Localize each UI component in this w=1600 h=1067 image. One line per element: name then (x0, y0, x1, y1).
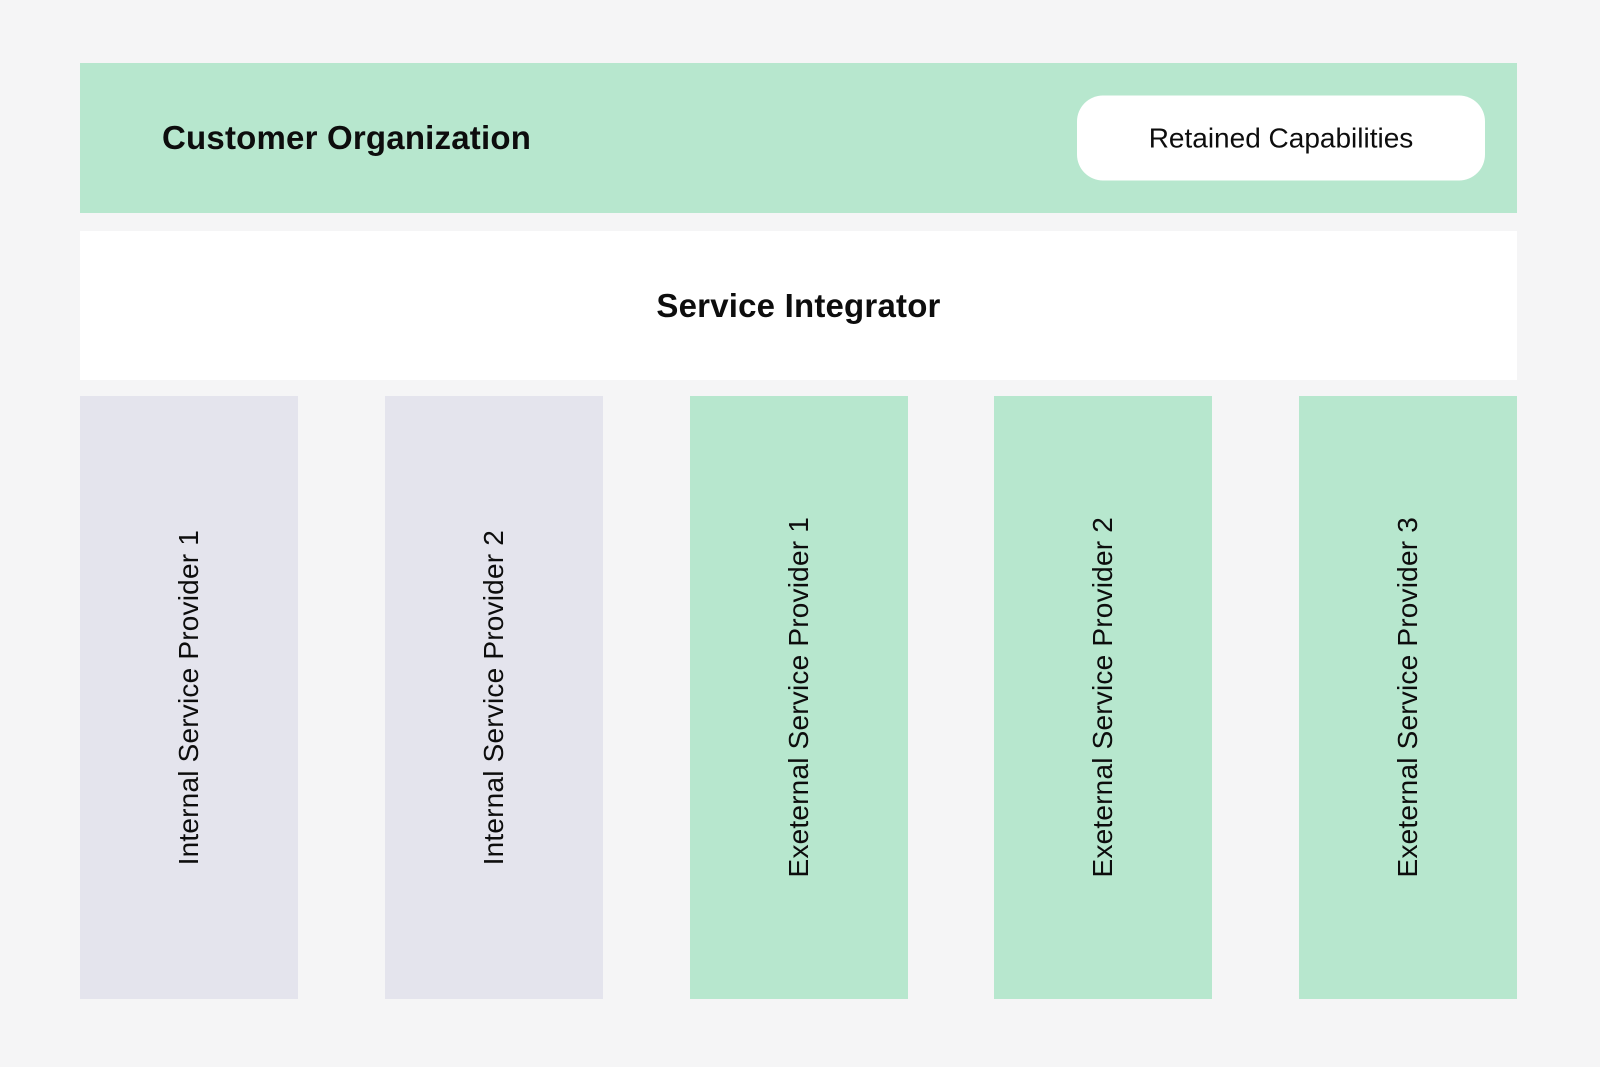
provider-label: Exeternal Service Provider 1 (782, 517, 814, 878)
provider-column-external-1: Exeternal Service Provider 1 (689, 396, 908, 999)
provider-column-external-2: Exeternal Service Provider 2 (994, 396, 1213, 999)
provider-label: Exeternal Service Provider 3 (1392, 517, 1423, 878)
provider-label: Exeternal Service Provider 2 (1087, 517, 1119, 878)
retained-capabilities-pill: Retained Capabilities (1077, 95, 1485, 181)
retained-capabilities-label: Retained Capabilities (1148, 122, 1414, 153)
providers-row: Internal Service Provider 1 Internal Ser… (80, 396, 1517, 999)
provider-label: Internal Service Provider 1 (173, 529, 204, 866)
provider-label: Internal Service Provider 2 (477, 529, 509, 866)
provider-column-internal-1: Internal Service Provider 1 (80, 396, 298, 999)
provider-column-internal-2: Internal Service Provider 2 (384, 396, 603, 999)
provider-column-external-3: Exeternal Service Provider 3 (1299, 396, 1517, 999)
service-integrator-bar: Service Integrator (80, 231, 1517, 380)
customer-organization-label: Customer Organization (162, 119, 532, 156)
customer-organization-bar: Customer Organization Retained Capabilit… (80, 63, 1517, 213)
service-integrator-label: Service Integrator (656, 286, 941, 324)
